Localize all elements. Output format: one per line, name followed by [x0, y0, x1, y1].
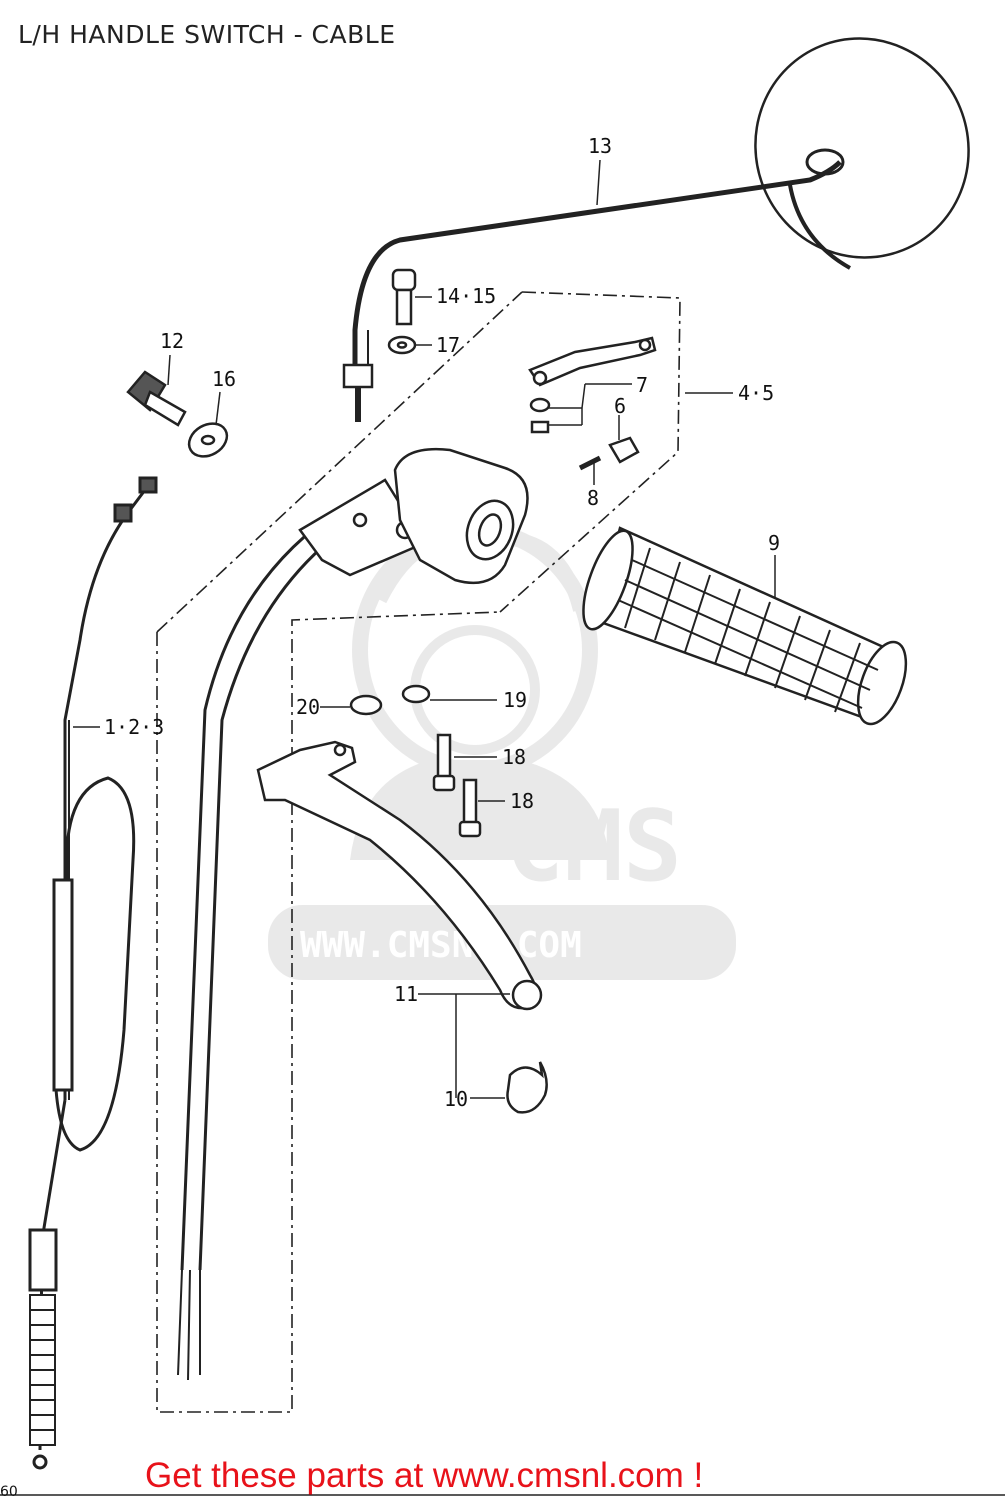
- callout-13: 13: [588, 134, 612, 158]
- callout-17: 17: [436, 333, 460, 357]
- watermark-logo: CMS: [505, 790, 682, 904]
- mirror-base-nut: [342, 363, 374, 389]
- page-number: 60: [0, 1484, 18, 1500]
- diagram-title: L/H HANDLE SWITCH - CABLE: [18, 20, 396, 49]
- mirror-bolt: [387, 268, 417, 355]
- mirror-head-rim: [788, 184, 851, 270]
- shop-link[interactable]: Get these parts at www.cmsnl.com !: [145, 1456, 704, 1495]
- assembly-outline: [156, 291, 681, 1413]
- leader-lines: [73, 159, 776, 1099]
- grip-ribs: [617, 547, 879, 713]
- clutch-cable: [28, 476, 158, 1470]
- handle-switch: [177, 448, 529, 1381]
- callout-labels: 13 14·15 17 12 16 7 4·5 6 8 9 1·2·3 20 1…: [104, 134, 780, 1111]
- callout-6: 6: [614, 394, 626, 418]
- callout-4-5: 4·5: [738, 381, 774, 405]
- switch-harness: [180, 490, 371, 1271]
- clip-6: [608, 436, 640, 464]
- cable-sleeve: [52, 878, 74, 1092]
- nut-19: [401, 684, 431, 704]
- callout-20: 20: [296, 695, 320, 719]
- cable-loop: [53, 776, 136, 1152]
- callout-8: 8: [587, 486, 599, 510]
- callout-19: 19: [503, 688, 527, 712]
- callout-1-2-3: 1·2·3: [104, 715, 164, 739]
- handle-grip: [582, 526, 908, 726]
- callout-11: 11: [394, 982, 418, 1006]
- bolt-18-lower: [458, 778, 482, 838]
- cable-end-sleeve: [28, 1228, 58, 1292]
- bracket-plate: [528, 336, 657, 471]
- callout-10: 10: [444, 1087, 468, 1111]
- callout-16: 16: [212, 367, 236, 391]
- nut-20: [349, 694, 383, 716]
- callout-7: 7: [636, 373, 648, 397]
- callout-12: 12: [160, 329, 184, 353]
- clutch-lever: [256, 684, 548, 1114]
- bolt-18-upper: [432, 733, 456, 792]
- watermark-url: WWW.CMSNL.COM: [300, 925, 582, 966]
- mirror-assembly: [342, 37, 970, 422]
- watermark: CMS WWW.CMSNL.COM: [268, 522, 736, 980]
- callout-18-lower: 18: [510, 789, 534, 813]
- callout-18-upper: 18: [502, 745, 526, 769]
- cable-adjuster: [126, 370, 229, 458]
- mirror-stem: [352, 160, 842, 385]
- lever-cap-10: [506, 1061, 548, 1114]
- mirror-head: [754, 37, 970, 259]
- callout-14-15: 14·15: [436, 284, 496, 308]
- callout-9: 9: [768, 531, 780, 555]
